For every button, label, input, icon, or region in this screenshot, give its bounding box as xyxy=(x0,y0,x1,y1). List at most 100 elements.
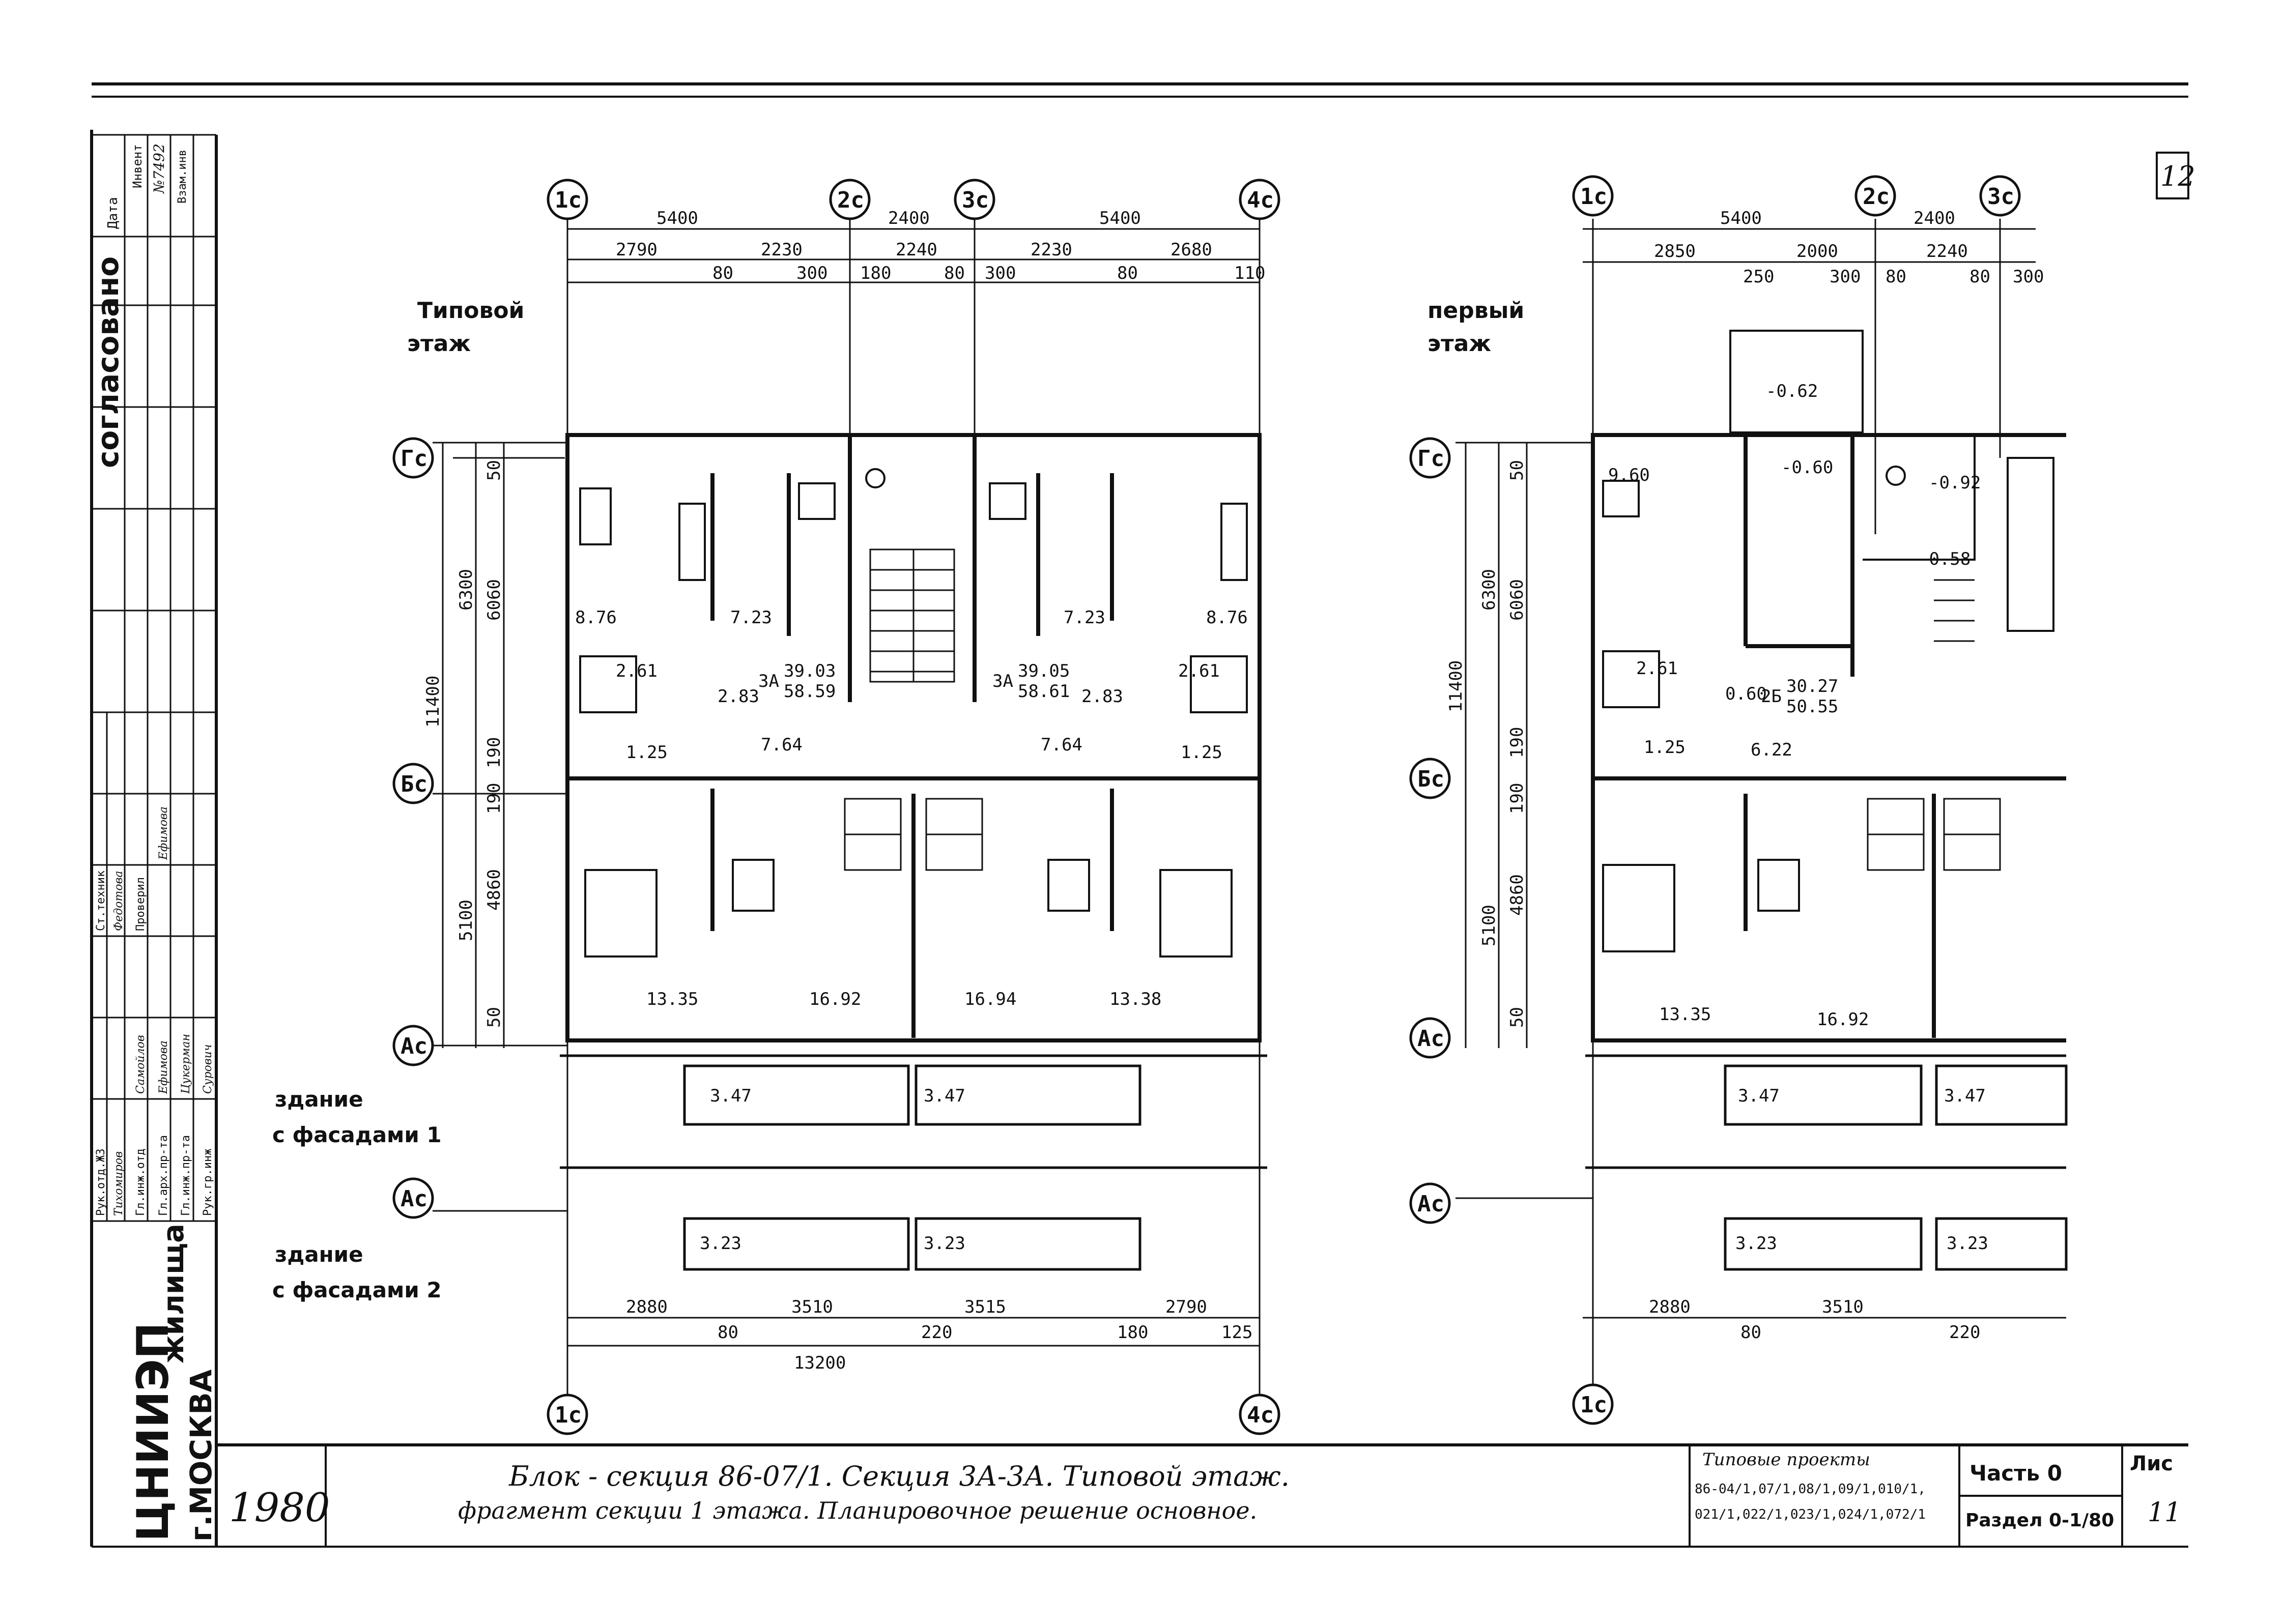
dim-top-minor: 2240 xyxy=(896,240,937,260)
approval-col-num: №7492 xyxy=(151,143,167,194)
dim-side-mid: 5100 xyxy=(1479,905,1499,946)
dim-bottom-small: 180 xyxy=(1117,1322,1148,1343)
staff-table: Рук.отд.ЖЗ Тихомиров Гл.инж.отд Самойлов… xyxy=(95,806,214,1216)
plan-subtitle: этаж xyxy=(1428,331,1491,357)
dim-top-major: 2400 xyxy=(888,208,930,228)
room-area: 3.23 xyxy=(1735,1233,1777,1254)
level-mark: -0.92 xyxy=(1929,473,1981,493)
dim-side-inner: 50 xyxy=(1507,460,1527,481)
dim-top-small: 300 xyxy=(2013,267,2044,287)
room-area: 0.60 xyxy=(1725,684,1767,704)
drawing-title-line1: Блок - секция 86-07/1. Секция 3А-3А. Тип… xyxy=(508,1460,1290,1492)
room-area: 13.38 xyxy=(1109,989,1161,1009)
approval-col-replaced: Взам.инв xyxy=(176,150,189,204)
axis-label: 3с xyxy=(1987,184,2014,210)
axis-label: 2с xyxy=(837,187,864,213)
dim-top-minor: 2230 xyxy=(761,240,803,260)
axis-label: 3с xyxy=(962,187,989,213)
level-mark: -0.62 xyxy=(1766,381,1818,401)
room-area: 1.25 xyxy=(1181,742,1222,763)
room-area: 7.64 xyxy=(761,735,803,755)
apartment-area: 50.55 xyxy=(1786,697,1838,717)
room-area: 7.23 xyxy=(1064,607,1105,628)
org-name: ЦНИИЭП xyxy=(128,1322,179,1542)
room-area: 16.94 xyxy=(964,989,1016,1009)
level-mark: -0.58 xyxy=(1919,549,1971,569)
apartment-area: 39.05 xyxy=(1018,661,1070,681)
dim-bottom-minor: 2790 xyxy=(1165,1297,1207,1317)
dim-side-inner: 190 xyxy=(484,783,504,814)
approval-col-date: Дата xyxy=(105,197,121,229)
note-facade-1: здание xyxy=(275,1087,363,1112)
staff-role: Гл.арх.пр-та xyxy=(157,1135,170,1216)
dim-top-major: 5400 xyxy=(1720,208,1762,228)
dim-top-minor: 2680 xyxy=(1170,240,1212,260)
dim-top-small: 80 xyxy=(1969,267,1990,287)
sheet-number-top: 12 xyxy=(2160,160,2195,192)
apartment-area: 58.61 xyxy=(1018,681,1070,702)
room-area: 9.60 xyxy=(1608,465,1650,485)
dim-top-small: 300 xyxy=(985,263,1016,283)
axis-label: Бс xyxy=(401,771,427,797)
approval-strip xyxy=(92,134,216,1222)
plan-first-floor: первый этаж 1с 2с 3с Гс Бс Ас Ас 1с 5400… xyxy=(1409,175,2068,1425)
staff-name: Федотова xyxy=(112,871,125,932)
dim-bottom-small: 80 xyxy=(718,1322,738,1343)
staff-role: Ст.техник xyxy=(95,871,107,931)
axis-label: 4с xyxy=(1247,1402,1274,1428)
axis-label: 1с xyxy=(1580,1392,1607,1418)
dim-side-inner: 4860 xyxy=(1507,874,1527,916)
dim-side-inner: 6060 xyxy=(1507,579,1527,621)
axis-label: Гс xyxy=(401,446,427,472)
dim-top-small: 300 xyxy=(796,263,827,283)
room-area: 13.35 xyxy=(646,989,698,1009)
approval-label: согласовано xyxy=(91,256,125,468)
room-area: 16.92 xyxy=(809,989,861,1009)
drawing-year: 1980 xyxy=(229,1485,330,1531)
dim-top-major: 2400 xyxy=(1914,208,1955,228)
projects-line2: 021/1,022/1,023/1,024/1,072/1 xyxy=(1695,1507,1926,1522)
plan-title: Типовой xyxy=(417,298,524,324)
plan-title: первый xyxy=(1428,298,1524,324)
axis-label: Ас xyxy=(1417,1191,1444,1217)
apartment-area: 30.27 xyxy=(1786,676,1838,697)
room-area: 2.61 xyxy=(1178,661,1220,681)
room-area: 2.61 xyxy=(1636,658,1678,679)
axis-label: 4с xyxy=(1247,187,1274,213)
room-area: 6.22 xyxy=(1751,740,1792,760)
dim-side-outer: 11400 xyxy=(423,676,443,728)
plan-subtitle: этаж xyxy=(407,331,471,357)
dim-top-small: 110 xyxy=(1234,263,1265,283)
dim-top-minor: 2000 xyxy=(1796,241,1838,262)
dim-bottom-small: 80 xyxy=(1740,1322,1761,1343)
dim-side-inner: 190 xyxy=(1507,783,1527,814)
dim-bottom-minor: 3510 xyxy=(1822,1297,1864,1317)
dim-side-inner: 190 xyxy=(1507,727,1527,758)
sheet-list-label: Лис xyxy=(2130,1452,2173,1475)
dim-side-inner: 50 xyxy=(1507,1007,1527,1028)
dim-bottom-minor: 2880 xyxy=(626,1297,668,1317)
drawing-title-line2: фрагмент секции 1 этажа. Планировочное р… xyxy=(458,1497,1257,1524)
room-area: 8.76 xyxy=(1206,607,1248,628)
room-area: 3.23 xyxy=(700,1233,741,1254)
axis-label: Ас xyxy=(1417,1026,1444,1052)
part-label: Часть 0 xyxy=(1969,1461,2062,1486)
staff-name: Ефимова xyxy=(157,806,170,860)
dim-bottom-minor: 3515 xyxy=(964,1297,1006,1317)
dim-bottom-small: 220 xyxy=(1949,1322,1980,1343)
apartment-label: 2Б xyxy=(1761,686,1782,707)
axis-label: 1с xyxy=(555,1402,582,1428)
dim-top-major: 5400 xyxy=(1099,208,1141,228)
room-area: 7.64 xyxy=(1041,735,1082,755)
room-area: 3.47 xyxy=(1738,1086,1780,1106)
dim-side-inner: 50 xyxy=(484,1007,504,1028)
axis-label: 1с xyxy=(555,187,582,213)
axis-label: Бс xyxy=(1417,766,1444,792)
dim-side-mid: 6300 xyxy=(456,569,476,611)
staff-role: Проверил xyxy=(134,877,147,931)
org-city: г.МОСКВА xyxy=(184,1369,218,1542)
room-area: 8.76 xyxy=(575,607,617,628)
dim-bottom-small: 220 xyxy=(921,1322,952,1343)
